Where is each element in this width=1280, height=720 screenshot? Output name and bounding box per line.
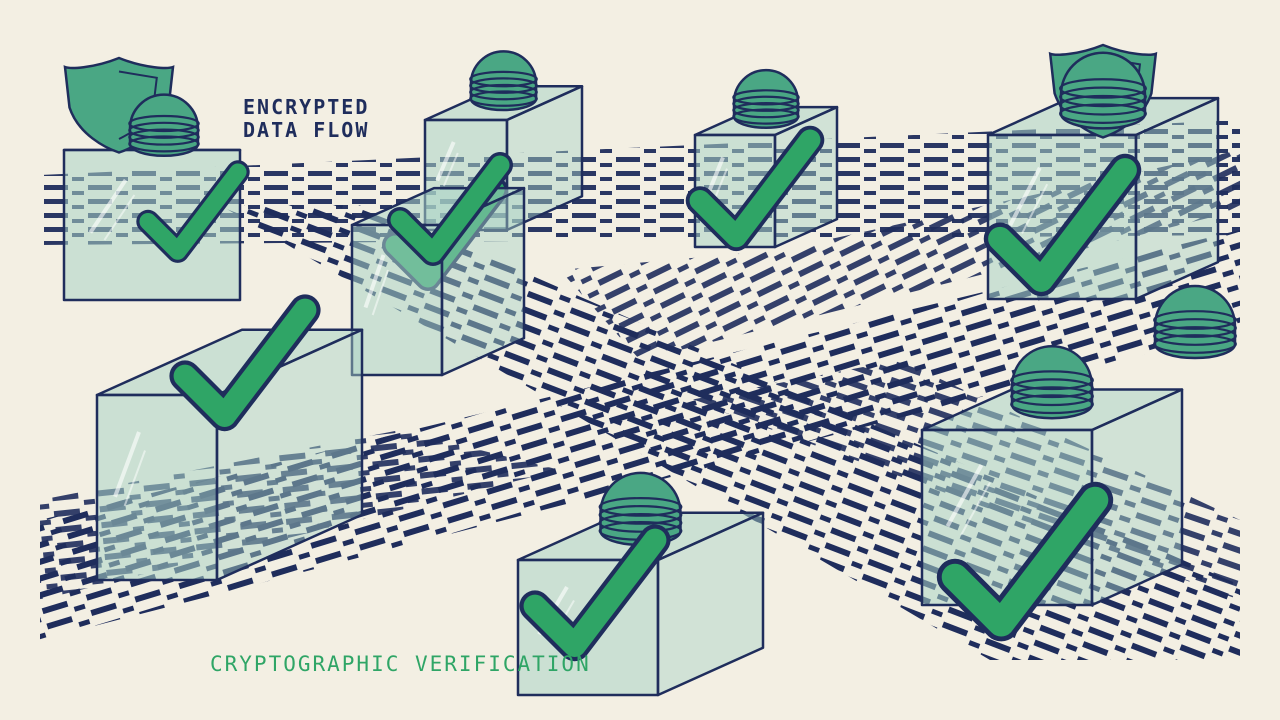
coin-stack-icon <box>1153 284 1237 360</box>
glass-highlight <box>113 431 141 498</box>
coin-stack-icon <box>1059 51 1147 130</box>
checkmark-icon <box>519 524 671 662</box>
coin-stack-icon <box>469 50 538 112</box>
cube-side-face <box>1090 388 1184 607</box>
glass-highlight <box>945 464 984 528</box>
glass-highlight <box>1021 183 1049 234</box>
glass-highlight <box>442 152 459 187</box>
encrypted-data-flow-label: ENCRYPTED DATA FLOW <box>243 95 370 142</box>
cube-front-face <box>95 393 219 582</box>
floating-token <box>1153 284 1237 360</box>
node-top-mid-right <box>685 68 839 252</box>
node-top-left <box>62 56 250 302</box>
checkmark-icon <box>136 160 250 263</box>
cryptographic-verification-label: CRYPTOGRAPHIC VERIFICATION <box>210 652 591 676</box>
glass-highlight <box>363 254 386 309</box>
glass-highlight <box>960 482 991 536</box>
glass-highlight <box>103 194 136 241</box>
node-bottom-right <box>920 344 1184 642</box>
checkmark-icon <box>169 294 321 432</box>
node-bottom-center <box>516 471 765 697</box>
coin-stack-icon <box>128 93 200 158</box>
node-layer <box>62 43 1237 697</box>
node-mid-center <box>350 152 526 377</box>
glass-highlight <box>1008 166 1042 227</box>
checkmark-icon <box>387 152 513 266</box>
glass-highlight <box>123 450 146 507</box>
cube-side-face <box>1134 96 1220 301</box>
checkmark-icon <box>983 153 1142 297</box>
cube-side-face <box>656 511 765 697</box>
coin-stack-icon <box>1010 344 1094 420</box>
node-top-right <box>983 43 1220 301</box>
node-left-large <box>95 294 364 582</box>
coin-stack-icon <box>732 68 800 130</box>
checkmark-icon <box>936 481 1114 642</box>
glass-highlight <box>371 269 389 316</box>
checkmark-icon <box>685 125 825 252</box>
glass-highlight <box>88 178 128 234</box>
glass-highlight <box>435 141 456 182</box>
